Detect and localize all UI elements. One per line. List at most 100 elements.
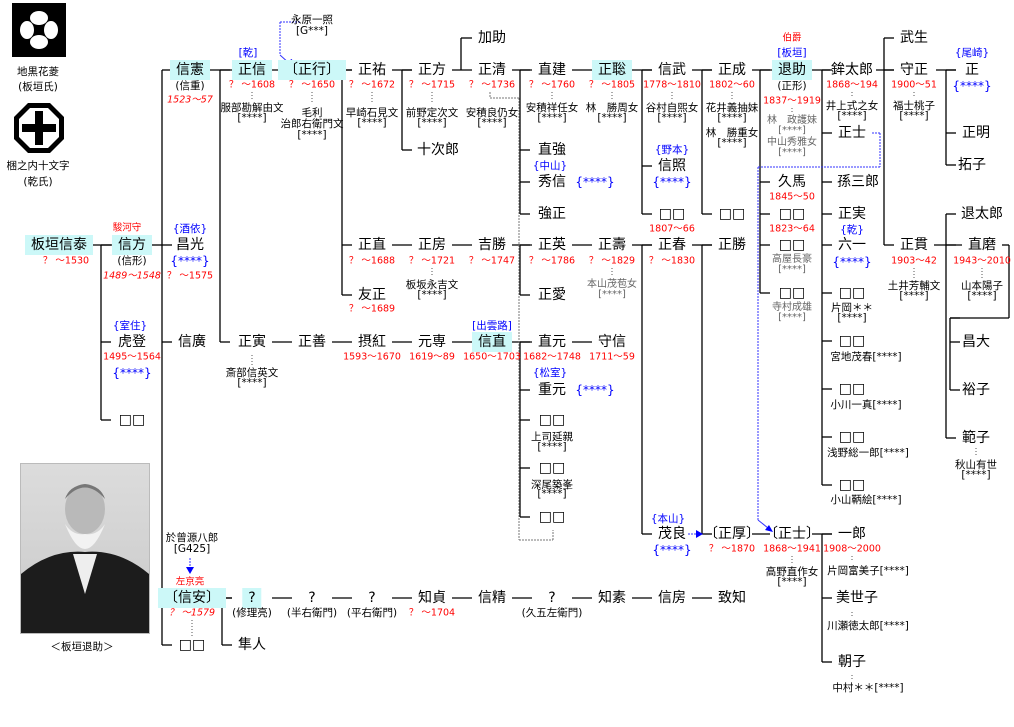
spouse-note-q4-a: (久五左衛門) xyxy=(521,606,583,619)
spouse-note-masanari-w3: 林 勝重女 xyxy=(705,126,759,139)
spouse-note-noriko-w2: [****] xyxy=(961,468,991,481)
life-dates-sekko-d: 1593～1670 xyxy=(343,351,401,363)
spouse-note-nobunori-a: (信重) xyxy=(175,79,205,92)
person-name-box-m3: □□ xyxy=(538,509,566,525)
spouse-note-hokotaro-w2: [****] xyxy=(837,109,867,122)
person-name-sekko: 摂紅 xyxy=(358,334,386,350)
spouse-note-naomaro-w: 山本陽子 xyxy=(961,279,1003,292)
person-name-masaatsu: 〔正厚〕 xyxy=(704,526,760,542)
person-name-masanari: 正成 xyxy=(718,62,746,78)
life-dates-motosen-d: 1619～89 xyxy=(409,351,455,363)
life-dates-nobuyasu-d: ？ ～1530 xyxy=(42,255,90,267)
person-name-nobutake: 信武 xyxy=(658,62,686,78)
arrowhead-icon xyxy=(696,530,703,538)
spouse-note-q3-a: (平右衛門) xyxy=(346,606,398,619)
life-dates-torato-d: 1495～1564 xyxy=(103,351,161,363)
spouse-note-taisuke-w3: 中山秀雅女 xyxy=(767,137,817,148)
portrait-photo xyxy=(20,463,150,634)
person-name-miyoko: 美世子 xyxy=(836,590,878,606)
person-name-q2: ? xyxy=(308,590,316,606)
person-name-box-t3: □□ xyxy=(778,285,806,301)
branch-family-label-rokuichi-s: {****} xyxy=(832,255,872,269)
branch-family-label-shigemoto-s: {****} xyxy=(575,383,615,397)
person-name-masanao: 正直 xyxy=(358,237,386,253)
person-name-masaaki: 正聡 xyxy=(592,60,632,80)
person-name-tomomoto: 知素 xyxy=(598,590,626,606)
spouse-note-box-m2-w: 深尾築峯 xyxy=(531,478,573,491)
life-dates-ichiro-d: 1908～2000 xyxy=(823,543,881,555)
spouse-note-oso: 於曾源八郎 xyxy=(165,531,219,544)
spouse-note-box-k5-w: 小山鞆絵[****] xyxy=(830,493,902,506)
branch-family-label-torato-s: {****} xyxy=(112,366,152,380)
person-name-q4: ? xyxy=(548,590,556,606)
spouse-note-naomaro-w2: [****] xyxy=(967,289,997,302)
person-name-nobufusa2: 信房 xyxy=(658,590,686,606)
person-name-torato: 虎登 xyxy=(118,334,146,350)
person-name-masazane: 正実 xyxy=(838,206,866,222)
spouse-note-taisuke-w: 林 政護妹 xyxy=(767,115,817,126)
spouse-note-masatoshi-w2: [****] xyxy=(598,289,626,300)
life-dates-masakiyo-d: ？ ～1736 xyxy=(468,79,516,91)
crest-name: 梱之内十文字 xyxy=(6,159,70,172)
life-dates-naotake-d: ？ ～1760 xyxy=(528,79,576,91)
crest-clan: (板垣氏) xyxy=(18,80,58,93)
life-dates-morimasa-d: 1900～51 xyxy=(891,79,937,91)
spouse-note-miyoko-w: 川瀬徳太郎[****] xyxy=(827,619,909,632)
life-dates-hokotaro-d: 1868～194 xyxy=(826,79,878,91)
person-name-morimasa: 守正 xyxy=(900,62,928,78)
spouse-note-naotake-w: 安積祥任女 xyxy=(525,101,579,114)
person-name-box-m2: □□ xyxy=(538,460,566,476)
life-dates-taisuke-d: 1837～1919 xyxy=(763,95,821,107)
arrowhead-icon xyxy=(765,525,773,532)
person-name-nobukata: 信方 xyxy=(112,235,152,255)
branch-family-label-taisuke-c: [板垣] xyxy=(777,46,807,59)
person-name-nobukiyo: 信精 xyxy=(478,590,506,606)
branch-family-label-rokuichi-c: {乾} xyxy=(840,223,864,236)
person-name-box-t1: □□ xyxy=(778,206,806,222)
life-dates-naomoto-d: 1682～1748 xyxy=(523,351,581,363)
life-dates-taisuke-t: 伯爵 xyxy=(782,32,802,44)
spouse-note-noriko-w: 秋山有世 xyxy=(955,458,997,471)
life-dates-masanobu-d: ？ ～1608 xyxy=(228,79,276,91)
life-dates-masahide-d: ？ ～1786 xyxy=(528,255,576,267)
life-dates-nobunao-d: 1650～1703 xyxy=(463,351,521,363)
spouse-note-oso2: [G425] xyxy=(173,542,211,555)
person-name-box-n2: □□ xyxy=(718,206,746,222)
spouse-note-masatora-w2: [****] xyxy=(237,376,267,389)
branch-family-label-nobuteru-s: {****} xyxy=(652,175,692,189)
life-dates-masafusa-d: ？ ～1721 xyxy=(408,255,456,267)
life-dates-morinobu-d: 1711～59 xyxy=(589,351,635,363)
person-name-tomosada: 知貞 xyxy=(418,590,446,606)
branch-family-label-nobuteru-c: {野本} xyxy=(654,143,690,156)
life-dates-masaaki-d: ？ ～1805 xyxy=(588,79,636,91)
person-name-asako: 朝子 xyxy=(838,654,866,670)
person-name-box-t2: □□ xyxy=(778,237,806,253)
person-name-q3: ? xyxy=(368,590,376,606)
person-name-masayuki: 〔正行〕 xyxy=(278,60,346,80)
spouse-note-box-t3-w: 寺村成雄 xyxy=(772,302,812,313)
person-name-masayoshi: 正善 xyxy=(298,334,326,350)
person-name-kyuma: 久馬 xyxy=(778,174,806,190)
adoption-arrow-line xyxy=(757,519,769,529)
person-name-masafusa: 正房 xyxy=(418,237,446,253)
person-name-masachika: 正愛 xyxy=(538,287,566,303)
branch-family-label-torato-c: {室住} xyxy=(112,319,148,332)
spouse-note-morimasa-w2: [****] xyxy=(899,109,929,122)
spouse-note-masakata-w: 前野定次文 xyxy=(405,106,459,119)
person-name-takeo: 武生 xyxy=(900,30,928,46)
spouse-note-nobukata-a: (信形) xyxy=(117,254,147,267)
person-name-masakatsu: 正勝 xyxy=(718,237,746,253)
person-name-masashi2: 〔正士〕 xyxy=(764,526,820,542)
person-name-masaharu: 正春 xyxy=(658,237,686,253)
person-name-nobunori: 信憲 xyxy=(170,60,210,80)
photo-caption: ＜板垣退助＞ xyxy=(50,640,114,653)
person-name-naotsuyo: 直強 xyxy=(538,142,566,158)
person-name-q1: ? xyxy=(242,588,262,608)
spouse-note-masaaki-w2: [****] xyxy=(597,111,627,124)
spouse-note-box-k4-w: 浅野総一郎[****] xyxy=(827,446,909,459)
spouse-note-hokotaro-w: 井上式之女 xyxy=(825,99,879,112)
spouse-note-masanobu-w2: [****] xyxy=(237,111,267,124)
branch-family-label-shigeyoshi-c: {本山} xyxy=(650,512,686,525)
branch-family-label-masamitsu-s: {****} xyxy=(170,254,210,268)
life-dates-masakata-d: ？ ～1715 xyxy=(408,79,456,91)
